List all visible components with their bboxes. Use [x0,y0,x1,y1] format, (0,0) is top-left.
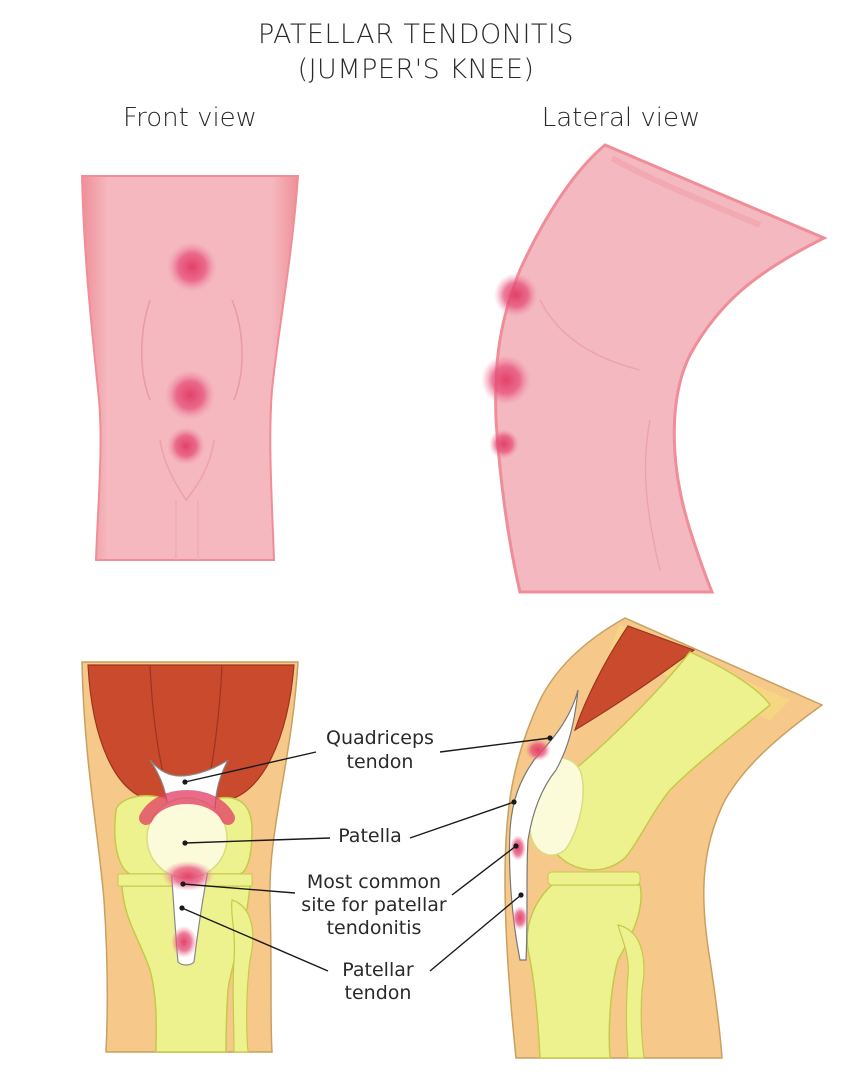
lateral-pain-spot-middle [510,835,526,861]
label-quadriceps-line-2: tendon [347,751,414,773]
label-site-line-2: site for patellar [301,894,447,916]
label-patellar-tendon-line-2: tendon [345,982,412,1004]
lateral-femur [545,651,771,871]
callout-patella: Patella [338,825,402,847]
front-knee-skin [80,175,300,561]
title-line-2: (JUMPER'S KNEE) [298,54,535,85]
label-patella: Patella [338,825,402,847]
lateral-pain-spot-upper [525,739,551,761]
front-pain-spot-upper [167,242,217,292]
front-pain-spot-lower [167,427,205,465]
front-anatomy [81,661,299,1053]
lateral-pain-spot-middle [481,355,531,405]
front-pain-spot-tibial [171,926,197,958]
lateral-pain-spot-lower [489,429,519,459]
lateral-pain-spot-upper [494,273,538,317]
lateral-view-label: Lateral view [542,103,701,133]
front-view-label: Front view [123,103,257,133]
callout-quadriceps-tendon: Quadriceps tendon [326,727,434,773]
label-site-line-1: Most common [307,871,441,893]
lateral-muscle [573,625,696,732]
lateral-pain-spot-lower [512,906,528,930]
title-line-1: PATELLAR TENDONITIS [258,19,574,50]
front-fibula [230,899,254,1053]
lateral-knee-skin [481,143,828,594]
callout-most-common-site: Most common site for patellar tendonitis [301,871,447,939]
label-patellar-tendon-line-1: Patellar [342,959,414,981]
label-quadriceps-line-1: Quadriceps [326,727,434,749]
front-pain-spot-middle [165,370,215,420]
lateral-anatomy [504,617,824,1059]
leader-lines [179,735,553,972]
front-pain-spot-patella-base [162,861,214,891]
label-site-line-3: tendonitis [327,917,422,939]
callout-patellar-tendon: Patellar tendon [342,959,414,1004]
